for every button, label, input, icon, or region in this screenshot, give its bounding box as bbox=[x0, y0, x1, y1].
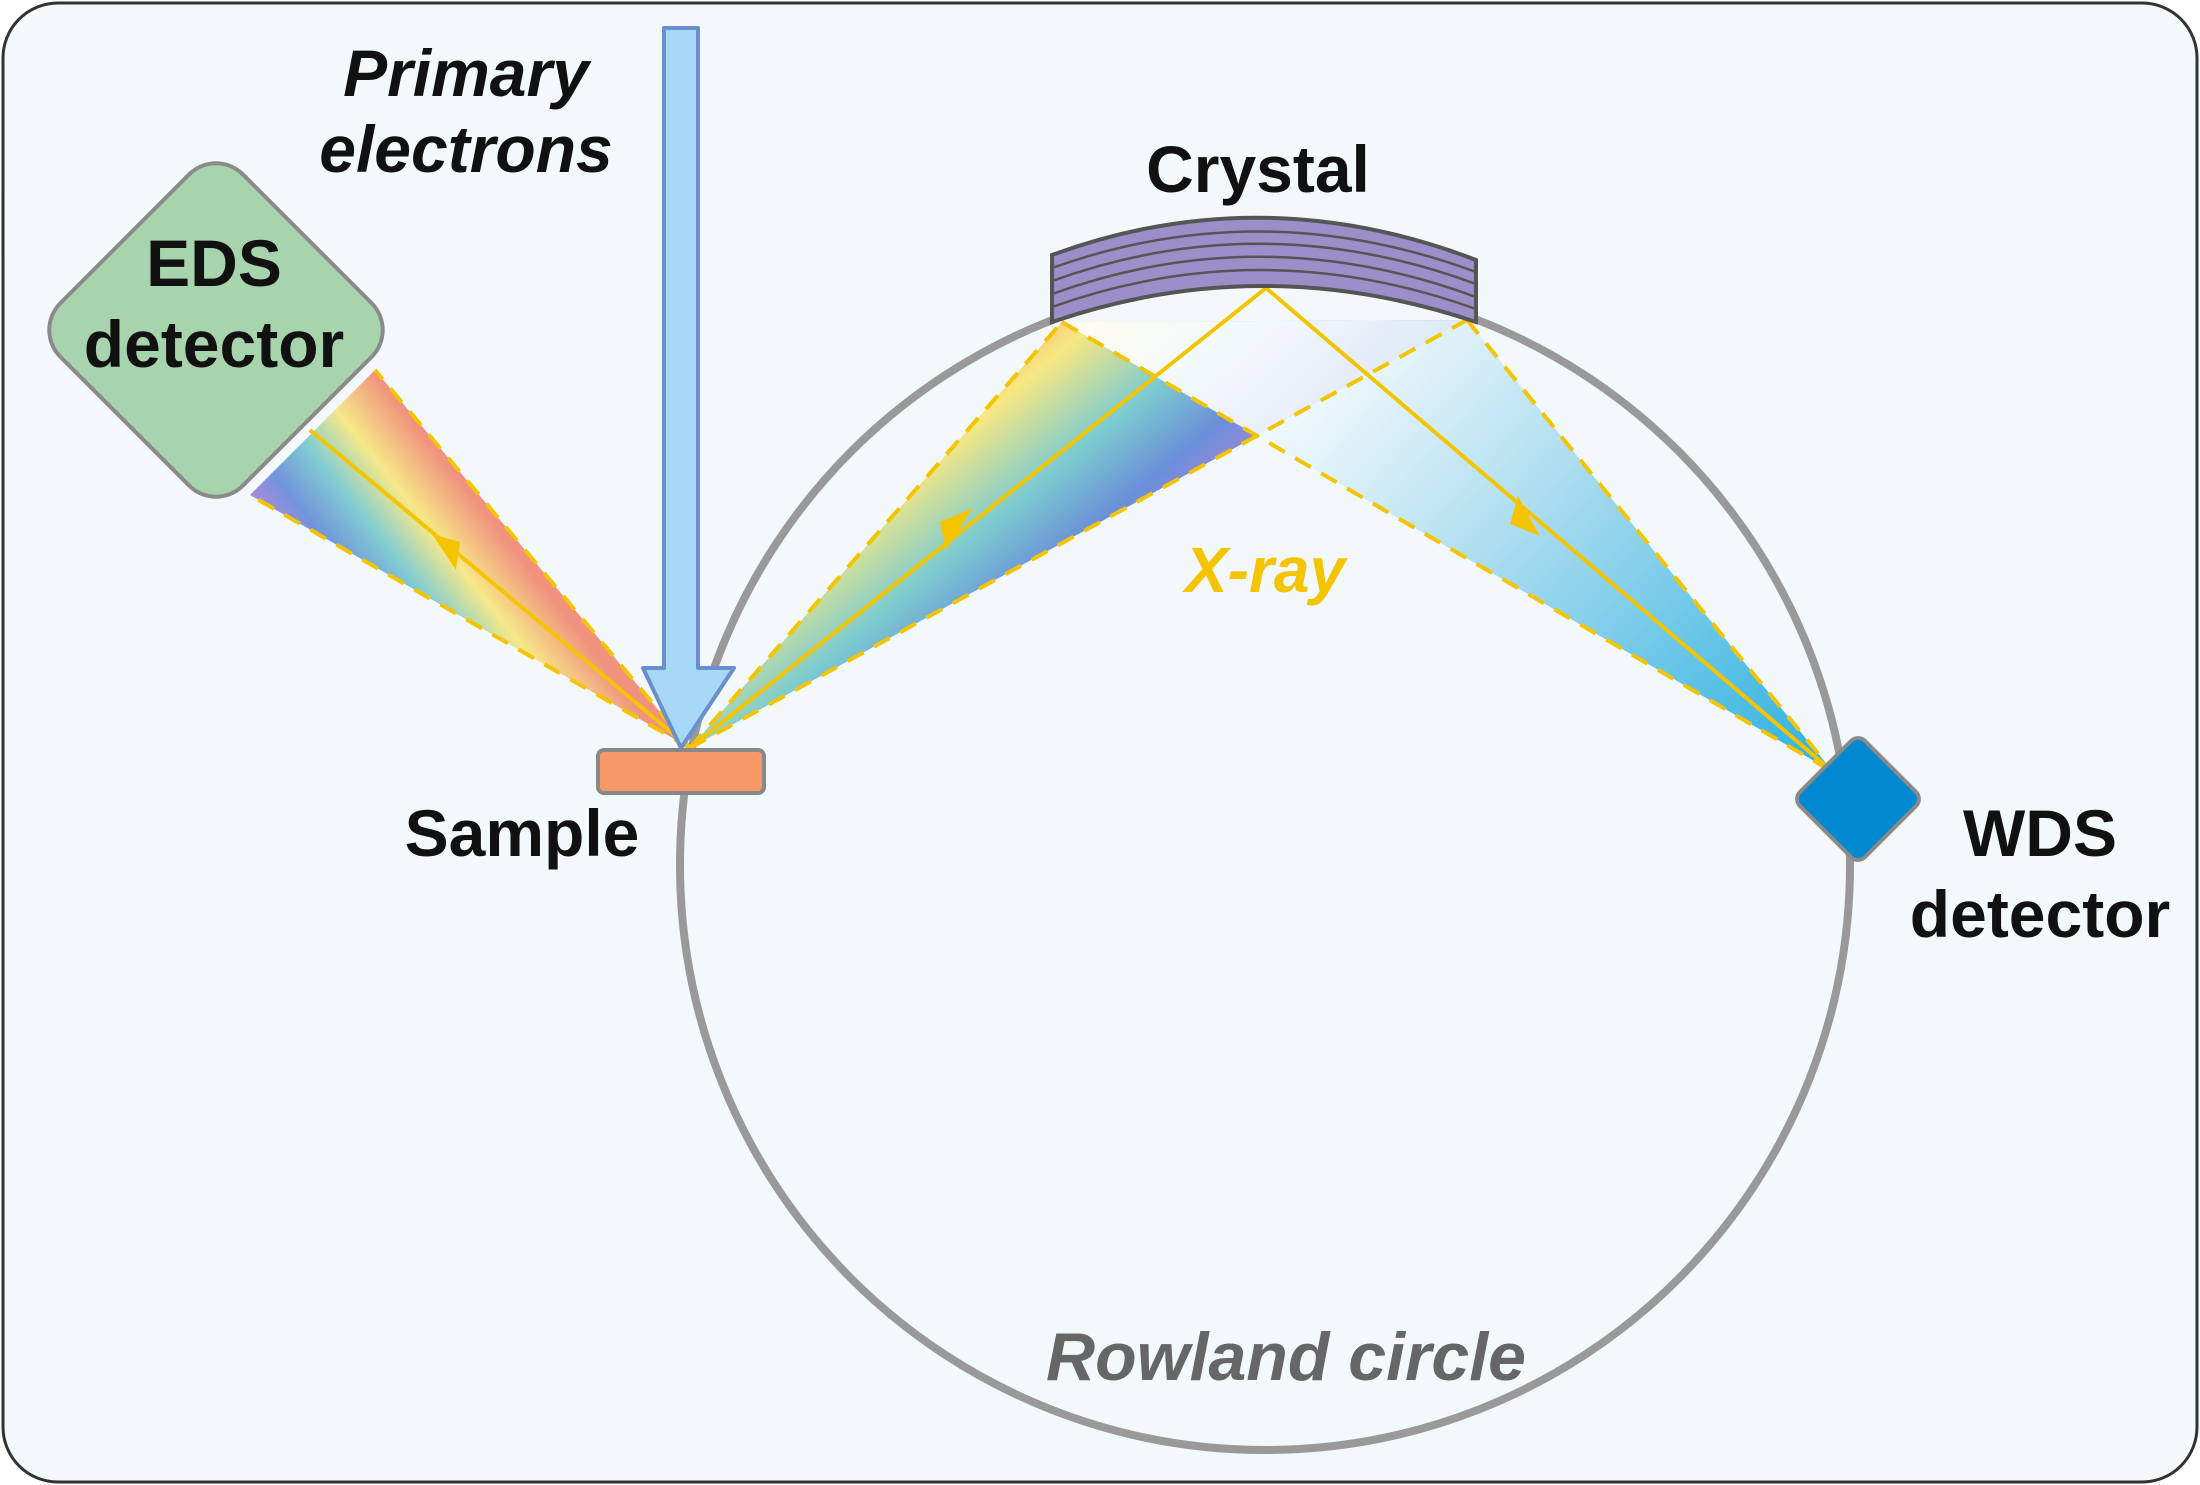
eds-label-line2: detector bbox=[84, 307, 344, 381]
eds-detector bbox=[47, 161, 385, 499]
xray-beams bbox=[249, 286, 1835, 774]
sample-label: Sample bbox=[405, 796, 640, 870]
wds-label-line1: WDS bbox=[1963, 796, 2117, 870]
wds-label-line2: detector bbox=[1910, 877, 2170, 951]
sample bbox=[596, 748, 766, 795]
eds-label-line1: EDS bbox=[146, 226, 282, 300]
xray-arrow-wds bbox=[1510, 496, 1540, 536]
crystal bbox=[1050, 215, 1478, 325]
xray-arrow-crystal bbox=[940, 508, 973, 550]
crystal-label: Crystal bbox=[1146, 132, 1370, 206]
primary-electron-beam bbox=[641, 26, 736, 750]
wds-detector bbox=[1795, 736, 1921, 862]
xray-label: X-ray bbox=[1182, 534, 1349, 606]
primary-electrons-label-line1: Primary bbox=[343, 36, 592, 110]
rowland-circle-label: Rowland circle bbox=[1046, 1319, 1526, 1395]
primary-electrons-label-line2: electrons bbox=[319, 112, 612, 186]
xray-arrow-eds bbox=[432, 534, 460, 570]
